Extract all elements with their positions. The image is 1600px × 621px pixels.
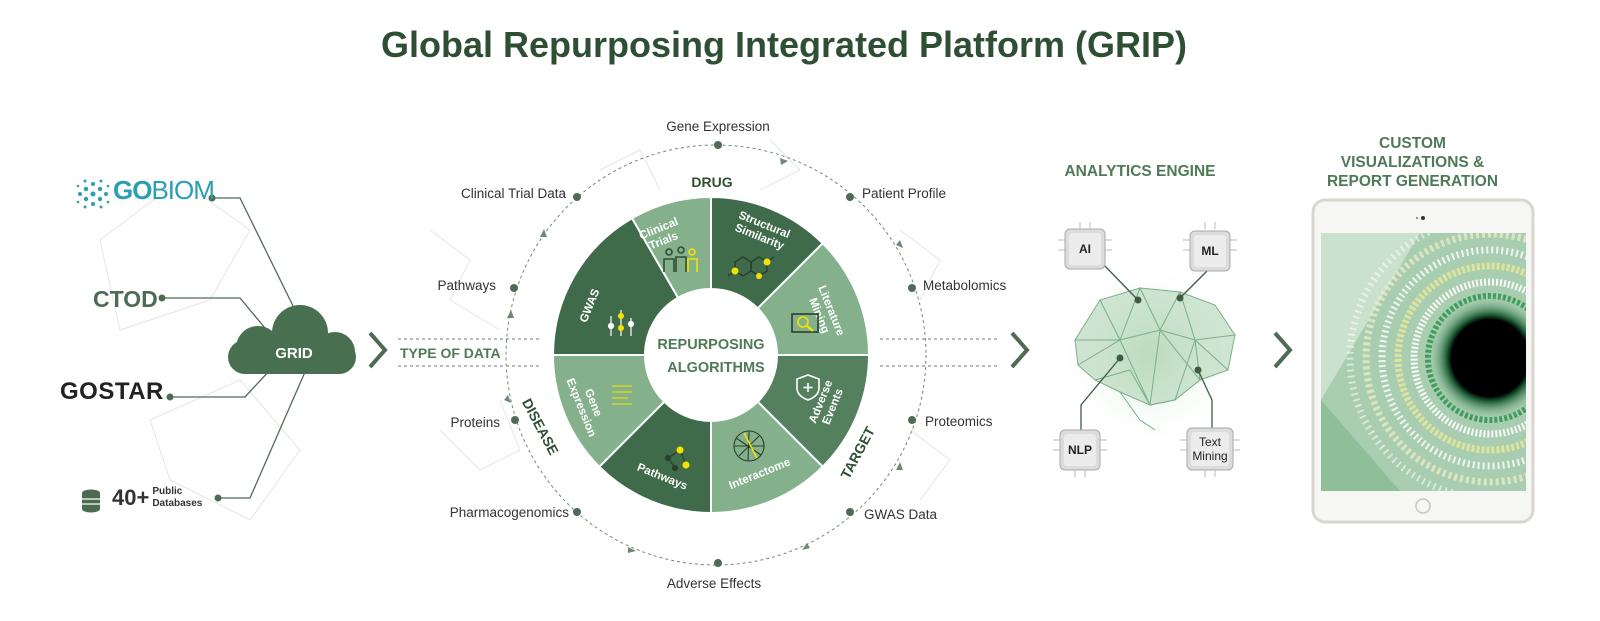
data-type-label: Pathways: [437, 278, 496, 293]
public-db-label-2: Databases: [152, 498, 203, 509]
brain-icon: [1074, 286, 1236, 431]
people-icon: [663, 246, 698, 272]
chip-ml: [1183, 222, 1237, 272]
wheel-center-line-2: ALGORITHMS: [667, 360, 765, 376]
gobiom-logo-go: GO: [113, 175, 152, 205]
chip-ml-label: ML: [1201, 244, 1218, 258]
gostar-logo: GOSTAR: [60, 378, 164, 405]
type-of-data-band: [398, 338, 998, 367]
data-type-label: Pharmacogenomics: [450, 505, 570, 520]
group-label-drug: DRUG: [691, 174, 732, 190]
chip-nlp: [1053, 429, 1107, 477]
data-ring: [505, 144, 927, 566]
gwas-icon: [607, 310, 635, 336]
chip-nlp-label: NLP: [1068, 443, 1092, 457]
data-type-label: Patient Profile: [862, 186, 946, 201]
data-type-label: Proteomics: [925, 414, 993, 429]
page-title: Global Repurposing Integrated Platform (…: [380, 24, 1188, 65]
gene-chart-icon: [612, 385, 632, 405]
repurposing-wheel: [551, 195, 871, 515]
type-of-data-label: TYPE OF DATA: [400, 345, 501, 361]
magnify-book-icon: [791, 313, 819, 333]
viz-header-line-2: VISUALIZATIONS &: [1340, 154, 1485, 171]
chip-text-label-2: Mining: [1192, 449, 1227, 463]
data-type-label: Gene Expression: [666, 119, 770, 134]
analytics-header-text: ANALYTICS ENGINE: [1064, 163, 1216, 180]
tablet-device: [1311, 198, 1535, 524]
gobiom-dot: [208, 194, 216, 202]
gobiom-logo-biom: BIOM: [151, 175, 214, 205]
gostar-dot: [166, 393, 174, 401]
ctod-dot: [158, 294, 166, 302]
data-type-label: Adverse Effects: [667, 576, 762, 591]
shield-icon: [796, 374, 820, 401]
chip-ai-label: AI: [1079, 242, 1091, 256]
pathway-network-icon: [664, 446, 690, 472]
public-db-label-1: Public: [152, 486, 183, 497]
analytics-engine-header: ANALYTICS ENGINE: [1040, 162, 1240, 181]
ring-arrow-icons: [504, 158, 903, 553]
chip-text-mining: [1180, 427, 1240, 477]
home-button-icon: [1415, 498, 1431, 514]
group-label-disease: DISEASE: [519, 396, 562, 458]
data-type-label: Proteins: [450, 415, 500, 430]
data-type-label: Clinical Trial Data: [461, 186, 567, 201]
source-connectors: [162, 197, 306, 499]
wheel-center: [647, 291, 775, 419]
gobiom-logo: GOBIOM: [78, 175, 215, 206]
background-network: [99, 139, 951, 521]
viz-header-line-1: CUSTOM: [1379, 135, 1446, 152]
data-type-label: Metabolomics: [923, 278, 1007, 293]
grid-cloud-icon: [228, 305, 356, 374]
public-db-dot: [214, 494, 222, 502]
wheel-center-line-1: REPURPOSING: [657, 337, 764, 353]
molecule-highlight-dots: [731, 258, 771, 279]
ctod-logo: CTOD: [93, 286, 158, 312]
chip-ai: [1058, 222, 1112, 270]
chip-text-label-1: Text: [1199, 435, 1222, 449]
data-type-label: GWAS Data: [864, 507, 938, 522]
segment-gwas: [551, 216, 680, 356]
visualization-screen: [1321, 233, 1526, 491]
grid-label: GRID: [275, 345, 313, 362]
viz-header-line-3: REPORT GENERATION: [1326, 173, 1499, 190]
database-icon: [82, 489, 100, 513]
chevron-right-icon: [368, 331, 1293, 369]
gobiom-globe-icon: [76, 179, 110, 209]
network-sphere-icon: [733, 430, 765, 462]
public-db-count: 40+: [112, 485, 150, 510]
ring-nodes: [510, 141, 916, 567]
visualization-header: CUSTOM VISUALIZATIONS & REPORT GENERATIO…: [1310, 134, 1515, 191]
